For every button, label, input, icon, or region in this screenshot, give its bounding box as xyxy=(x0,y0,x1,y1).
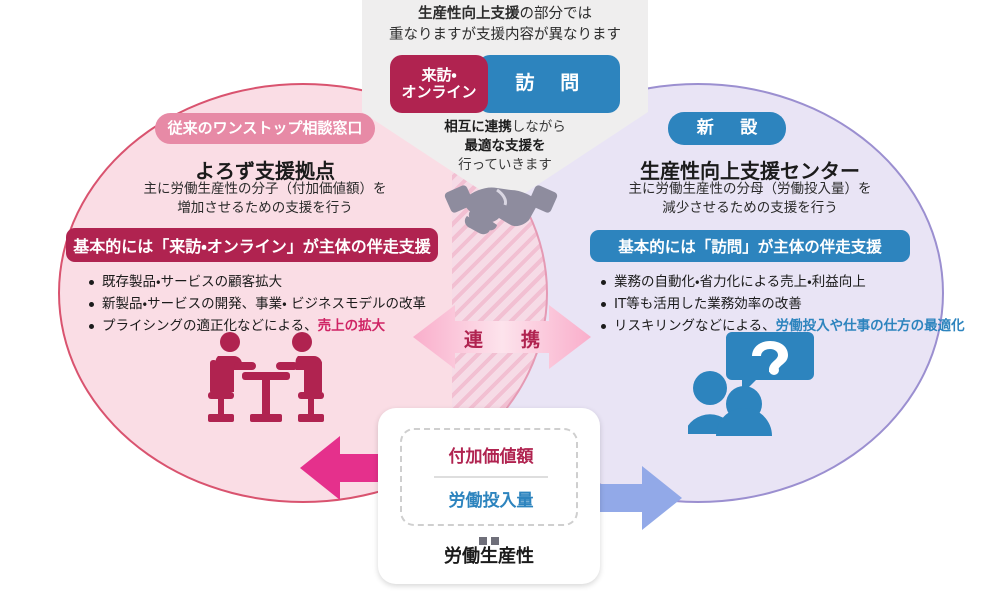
cooperation-arrow: 連 携 xyxy=(413,300,591,374)
badge-legacy-window: 従来のワンストップ相談窓口 xyxy=(155,113,375,144)
fraction-denominator: 労働投入量 xyxy=(448,491,534,511)
badge-new: 新 設 xyxy=(668,112,786,145)
people-with-question-bubble-icon xyxy=(688,332,814,436)
left-org-subtitle: 主に労働生産性の分子（付加価値額）を 増加させるための支援を行う xyxy=(85,180,445,218)
support-mode-pills: 来訪・ オンライン 訪 問 xyxy=(390,55,622,113)
handshake-icon xyxy=(444,185,558,235)
bullet-text: プライシングの適正化などによる、 xyxy=(102,317,318,334)
right-org-subtitle: 主に労働生産性の分母（労働投入量）を 減少させるための支援を行う xyxy=(570,180,930,218)
callout-note-line2: 最適な支援を xyxy=(464,138,546,155)
pill-visit-online-line2: オンライン xyxy=(401,83,477,101)
list-item: 業務の自動化・省力化による売上・利益向上 xyxy=(600,272,970,294)
equals-bar-bottom xyxy=(491,537,499,545)
left-org-bullets: 既存製品・サービスの顧客拡大 新製品・サービスの開発、事業・ ビジネスモデルの改… xyxy=(88,272,448,338)
left-org-title: よろず支援拠点 xyxy=(195,159,335,183)
bullet-highlight: 労働投入や仕事の仕方の最適化 xyxy=(775,317,965,334)
callout-headline-line1: 生産性向上支援の部分では xyxy=(362,4,648,25)
right-support-band: 基本的には「訪問」が主体の伴走支援 xyxy=(590,230,910,262)
pill-visit-online-line1: 来訪・ xyxy=(421,65,457,84)
equals-bar-top xyxy=(479,537,487,545)
list-item: リスキリングなどによる、労働投入や仕事の仕方の最適化 xyxy=(600,316,970,338)
callout-note-line3: 行っていきます xyxy=(458,157,552,174)
equals-icon xyxy=(456,530,522,545)
cooperation-label: 連 携 xyxy=(463,329,550,351)
callout-headline-rest: の部分では xyxy=(519,6,593,22)
cooperation-arrow-shape xyxy=(413,305,591,369)
right-org-subtitle-line1: 主に労働生産性の分母（労働投入量）を xyxy=(628,181,872,197)
callout-headline: 生産性向上支援の部分では 重なりますが支援内容が異なります xyxy=(362,4,648,46)
right-org-subtitle-line2: 減少させるための支援を行う xyxy=(662,200,838,217)
callout-note-line1-rest: しながら xyxy=(511,119,566,135)
left-org-subtitle-line2: 増加させるための支援を行う xyxy=(177,200,353,217)
bullet-text: 業務の自動化・省力化による売上・利益向上 xyxy=(614,274,866,290)
fraction-numerator: 付加価値額 xyxy=(448,447,534,467)
list-item: 新製品・サービスの開発、事業・ ビジネスモデルの改革 xyxy=(88,294,448,316)
productivity-card xyxy=(378,408,600,584)
right-org-title: 生産性向上支援センター xyxy=(640,159,860,183)
productivity-fraction: 付加価値額 労働投入量 xyxy=(400,428,578,526)
pill-visit-online[interactable]: 来訪・ オンライン xyxy=(390,55,488,113)
callout-headline-line2: 重なりますが支援内容が異なります xyxy=(389,27,621,44)
fraction-bar xyxy=(434,476,548,478)
bullet-text: 新製品・サービスの開発、事業・ ビジネスモデルの改革 xyxy=(102,295,426,312)
bullet-text: リスキリングなどによる、 xyxy=(614,317,776,334)
pill-visit[interactable]: 訪 問 xyxy=(478,55,620,113)
callout-note: 相互に連携しながら 最適な支援を 行っていきます xyxy=(372,118,638,175)
right-org-bullets: 業務の自動化・省力化による売上・利益向上 IT等も活用した業務効率の改善 リスキ… xyxy=(600,272,970,338)
productivity-label: 労働生産性 xyxy=(444,546,534,567)
bullet-text: IT等も活用した業務効率の改善 xyxy=(614,295,802,312)
arrow-right-to-labor-input xyxy=(588,466,682,530)
list-item: IT等も活用した業務効率の改善 xyxy=(600,294,970,316)
list-item: プライシングの適正化などによる、売上の拡大 xyxy=(88,316,448,338)
bullet-highlight: 売上の拡大 xyxy=(317,317,386,334)
callout-headline-bold: 生産性向上支援 xyxy=(418,6,520,22)
left-support-band: 基本的には「来訪・オンライン」が主体の伴走支援 xyxy=(66,228,438,262)
bullet-text: 既存製品・サービスの顧客拡大 xyxy=(102,274,283,290)
two-people-at-table-icon xyxy=(208,332,324,422)
list-item: 既存製品・サービスの顧客拡大 xyxy=(88,272,448,294)
callout-note-line1: 相互に連携しながら xyxy=(372,118,638,137)
left-org-subtitle-line1: 主に労働生産性の分子（付加価値額）を xyxy=(143,181,387,197)
callout-note-line1-bold: 相互に連携 xyxy=(444,119,512,135)
